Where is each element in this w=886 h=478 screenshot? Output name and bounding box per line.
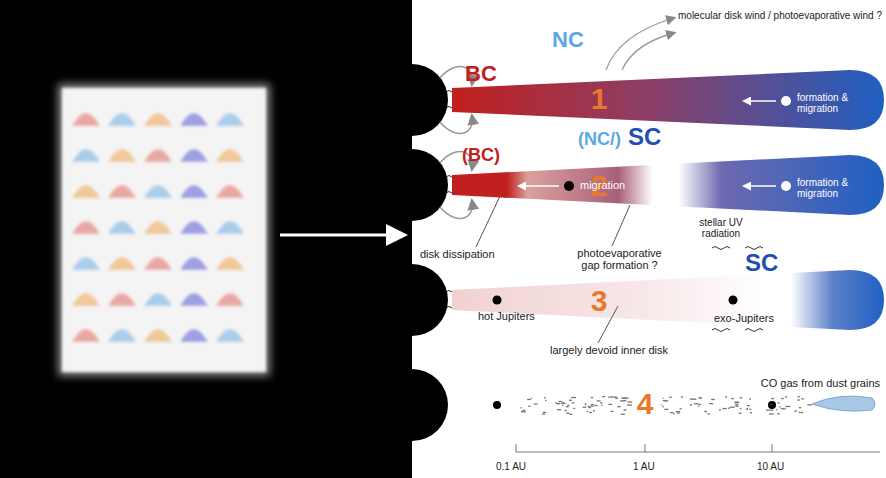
stage-number-text: 4 bbox=[637, 387, 654, 421]
annotation-label: 10 AU bbox=[757, 462, 784, 473]
component-tag: NC bbox=[552, 28, 584, 51]
annotation-label: exo-Jupiters bbox=[714, 313, 774, 325]
stage-number: 1 bbox=[586, 81, 612, 117]
annotation-label: stellar UV radiation bbox=[684, 218, 758, 239]
component-tag: SC bbox=[745, 250, 778, 275]
stage-number: 4 bbox=[632, 386, 658, 422]
stage-number-text: 3 bbox=[591, 284, 608, 318]
annotation-label: CO gas from dust grains bbox=[759, 378, 882, 390]
annotation-label: formation & migration bbox=[797, 178, 857, 199]
component-tag: SC bbox=[628, 124, 661, 149]
annotation-label: largely devoid inner disk bbox=[548, 345, 670, 357]
annotation-label: formation & migration bbox=[797, 93, 857, 114]
component-tag: BC bbox=[465, 62, 497, 85]
annotation-label: 1 AU bbox=[633, 462, 655, 473]
stage-number: 3 bbox=[586, 283, 612, 319]
annotation-label: molecular disk wind / photoevaporative w… bbox=[678, 11, 882, 22]
component-tag: (BC) bbox=[462, 146, 500, 165]
annotation-label: 0.1 AU bbox=[496, 462, 526, 473]
annotation-label: disk dissipation bbox=[418, 249, 497, 261]
annotation-label: photoevaporative gap formation ? bbox=[570, 248, 669, 271]
stage-number-text: 1 bbox=[591, 82, 608, 116]
component-tag: (NC/) bbox=[578, 130, 621, 149]
annotation-label: hot Jupiters bbox=[478, 311, 535, 323]
annotation-label: migration bbox=[580, 180, 625, 192]
